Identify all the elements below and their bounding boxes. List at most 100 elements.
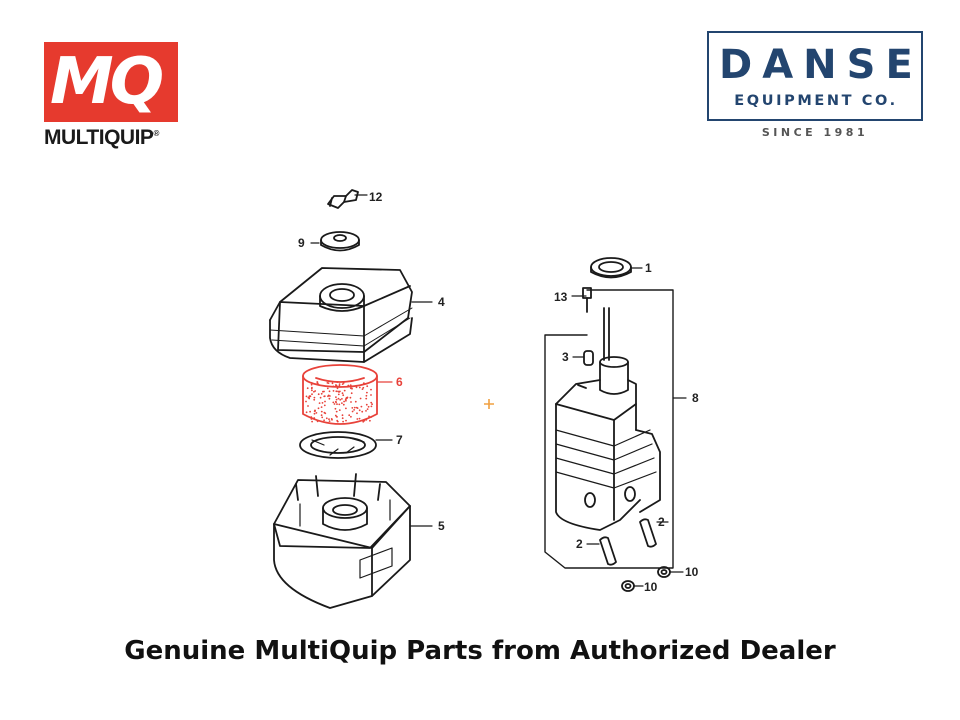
part-2-pins (586, 518, 669, 566)
element-speck (353, 409, 355, 411)
element-speck (335, 398, 338, 401)
element-speck (342, 420, 344, 423)
element-speck (336, 381, 339, 383)
element-speck (308, 395, 311, 397)
element-speck (319, 396, 322, 399)
element-speck (322, 390, 324, 393)
element-speck (328, 418, 330, 421)
element-speck (343, 389, 346, 392)
element-speck (342, 403, 345, 406)
element-speck (307, 396, 310, 399)
element-speck (350, 415, 352, 418)
element-speck (310, 381, 313, 384)
part-6-element (302, 364, 393, 425)
danse-name: DANSE (719, 42, 923, 88)
part-12-clip (327, 189, 368, 209)
multiquip-wordmark: MULTIQUIP® (44, 126, 159, 149)
element-speck (332, 385, 335, 388)
element-speck (355, 386, 358, 389)
element-speck (317, 393, 320, 396)
element-speck (346, 396, 349, 399)
element-speck (365, 410, 367, 412)
element-speck (367, 405, 370, 408)
element-speck (335, 390, 338, 393)
danse-since: SINCE 1981 (761, 126, 869, 139)
element-speck (317, 407, 320, 410)
element-speck (337, 397, 340, 400)
oil-bath-body (555, 307, 661, 531)
element-speck (347, 385, 349, 387)
element-speck (350, 401, 352, 403)
element-speck (328, 397, 331, 400)
element-speck (310, 383, 313, 386)
element-speck (363, 382, 365, 385)
element-speck (336, 387, 339, 390)
element-speck (313, 417, 316, 419)
element-speck (326, 387, 329, 390)
element-speck (341, 383, 344, 385)
element-speck (311, 420, 313, 423)
element-speck (358, 409, 361, 412)
element-speck (323, 411, 326, 414)
element-speck (335, 410, 338, 413)
element-speck (333, 403, 336, 405)
element-speck (349, 396, 352, 399)
element-speck (366, 408, 369, 410)
element-speck (370, 388, 372, 391)
element-speck (334, 400, 337, 403)
element-speck (370, 401, 373, 404)
element-speck (313, 396, 316, 399)
element-speck (321, 402, 324, 404)
element-speck (335, 384, 337, 387)
callout-6: 6 (396, 375, 403, 389)
element-speck (341, 392, 344, 395)
element-speck (338, 391, 340, 393)
element-speck (334, 407, 337, 410)
part-1-ring (590, 257, 643, 279)
element-speck (341, 417, 344, 420)
element-speck (306, 387, 309, 390)
element-speck (313, 412, 316, 415)
crosshair-plus-icon (484, 399, 494, 409)
element-speck (305, 395, 308, 398)
danse-subtitle: EQUIPMENT CO. (734, 93, 898, 109)
danse-logo-box: DANSE EQUIPMENT CO. (707, 31, 923, 121)
callout-8: 8 (692, 391, 699, 405)
element-speck (313, 398, 316, 401)
danse-logo: DANSE EQUIPMENT CO. SINCE 1981 (707, 31, 927, 143)
element-speck (353, 406, 356, 409)
caption: Genuine MultiQuip Parts from Authorized … (124, 636, 836, 666)
element-speck (316, 420, 319, 423)
element-speck (316, 382, 319, 385)
element-speck (345, 407, 347, 410)
element-speck (370, 394, 372, 396)
element-speck (370, 416, 373, 418)
element-speck (337, 393, 340, 396)
element-speck (365, 419, 368, 421)
element-speck (360, 405, 363, 408)
callout-7: 7 (396, 433, 403, 447)
element-speck (362, 420, 365, 423)
element-speck (332, 390, 335, 392)
part-9-nut (310, 231, 360, 252)
element-speck (305, 400, 307, 403)
element-speck (314, 409, 316, 412)
part-5-base (273, 473, 433, 609)
element-speck (311, 389, 313, 392)
mq-logo-mark: MQ (44, 42, 178, 122)
element-speck (315, 412, 318, 414)
element-speck (354, 400, 357, 403)
element-speck (341, 398, 343, 400)
callout-10b: 10 (644, 580, 658, 594)
element-speck (365, 397, 368, 400)
element-speck (345, 419, 347, 422)
element-speck (335, 396, 337, 398)
element-speck (330, 418, 333, 420)
element-speck (314, 390, 317, 392)
element-speck (310, 416, 313, 419)
element-speck (365, 403, 368, 406)
element-speck (336, 403, 338, 405)
element-speck (335, 415, 338, 418)
element-speck (341, 402, 343, 404)
part-13-bolt (571, 287, 592, 313)
